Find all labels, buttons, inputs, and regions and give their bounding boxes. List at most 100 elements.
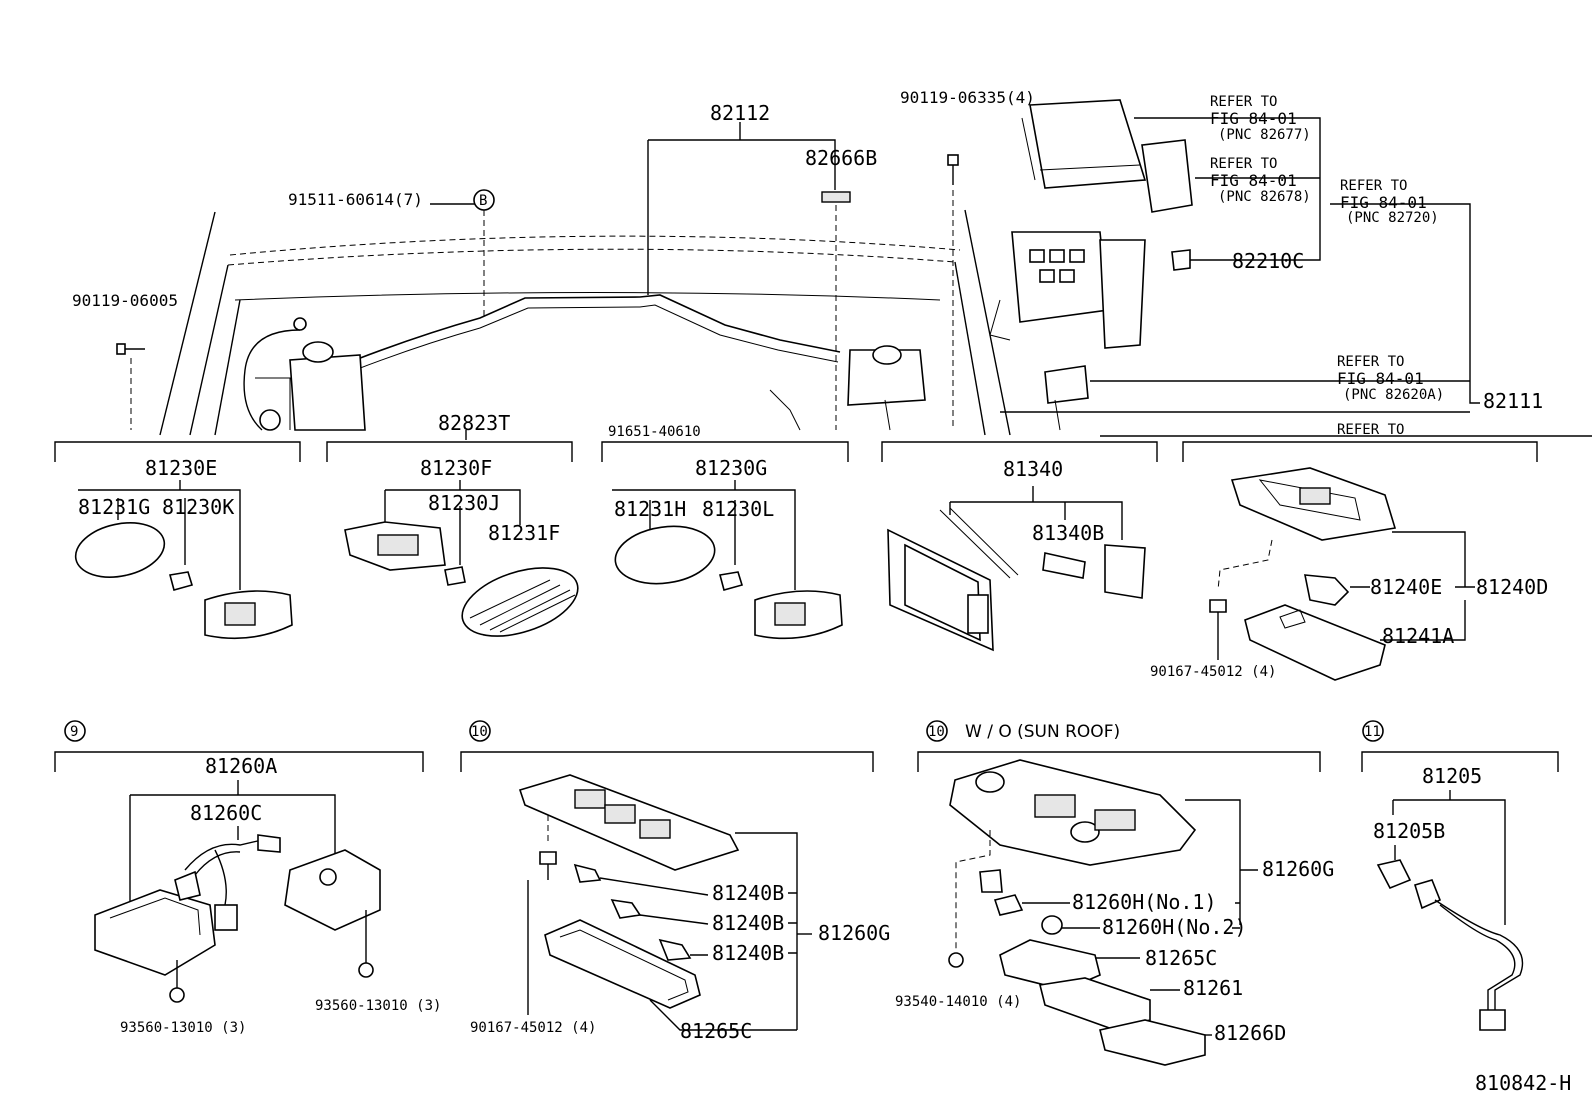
bulb-81205b [1376, 859, 1412, 890]
socket-81205 [1413, 879, 1442, 910]
refer-block-1: REFER TO FIG 84-01 (PNC 82677) [1210, 94, 1311, 143]
refer-1-line3: (PNC 82677) [1218, 127, 1311, 143]
label-82823t: 82823T [438, 411, 510, 435]
label-81231f: 81231F [488, 521, 560, 545]
lamp-81260a-right [284, 849, 381, 931]
refer-block-4: REFER TO FIG 84-01 (PNC 82620A) [1337, 354, 1444, 403]
section-10b: 10 W / O (SUN ROOF) 81260G 93540-14010 (… [895, 720, 1334, 1066]
bulb-spare [979, 869, 1003, 893]
refer-1-line1: REFER TO [1210, 94, 1277, 110]
label-81230g: 81230G [695, 456, 767, 480]
refer-2-line1: REFER TO [1210, 156, 1277, 172]
refer-3-line1: REFER TO [1340, 178, 1407, 194]
panel-81230g: 81230G 81231H 81230L [612, 456, 843, 640]
lens-81265c-a [544, 919, 701, 1009]
label-81260h-1: 81260H(No.1) [1072, 890, 1217, 914]
label-81230f: 81230F [420, 456, 492, 480]
section-11: 11 81205 81205B [1361, 720, 1559, 1031]
refer-2-line2: FIG 84-01 [1210, 171, 1297, 190]
label-81231g: 81231G [78, 495, 150, 519]
lens-81241a [1244, 604, 1386, 681]
panel-81230e: 81230E 81231G 81230K [74, 456, 293, 640]
bulb-81260h-1 [993, 894, 1024, 916]
callout-b-circle [473, 189, 495, 211]
label-90167-b: 90167-45012 (4) [470, 1020, 596, 1036]
bulb-81260c [174, 870, 201, 901]
label-81261: 81261 [1183, 976, 1243, 1000]
label-81240b-3: 81240B [712, 941, 784, 965]
label-81265c-a: 81265C [680, 1019, 752, 1043]
marker-9: 9 [70, 724, 78, 740]
label-93560-left: 93560-13010 (3) [120, 1020, 246, 1036]
label-81205b: 81205B [1373, 819, 1445, 843]
label-81240d: 81240D [1476, 575, 1548, 599]
label-81230e: 81230E [145, 456, 217, 480]
bulb-81240b-2 [610, 898, 642, 919]
bulb-81240b-1 [573, 863, 602, 883]
label-81240b-2: 81240B [712, 911, 784, 935]
label-81265c-b: 81265C [1145, 946, 1217, 970]
refer-4-line2: FIG 84-01 [1337, 369, 1424, 388]
refer-1-line2: FIG 84-01 [1210, 109, 1297, 128]
nut-93560-right [358, 962, 374, 978]
callout-b-letter: B [479, 193, 487, 209]
lens-81231h [614, 525, 716, 585]
row1-brackets [54, 441, 1538, 462]
refer-block-2: REFER TO FIG 84-01 (PNC 82678) [1210, 156, 1311, 205]
label-81230k: 81230K [162, 495, 234, 519]
label-90167-top: 90167-45012 (4) [1150, 664, 1276, 680]
marker-10a: 10 [471, 724, 488, 740]
screw-90167 [1209, 599, 1227, 613]
engine-bay-overview [116, 99, 1193, 436]
label-93560-right: 93560-13010 (3) [315, 998, 441, 1014]
panel-81240d: 81240E 81240D 81241A 90167-45012 (4) [1150, 467, 1548, 681]
label-93540: 93540-14010 (4) [895, 994, 1021, 1010]
bulb-81230k [169, 571, 194, 591]
refer-2-line3: (PNC 82678) [1218, 189, 1311, 205]
label-81340b: 81340B [1032, 521, 1104, 545]
lens-81265c-b [999, 939, 1101, 991]
marker-10b: 10 [928, 724, 945, 740]
label-81260c: 81260C [190, 801, 262, 825]
label-90119-06335: 90119-06335(4) [900, 88, 1035, 107]
panel-81230f: 81230F 81230J 81231F [344, 456, 579, 637]
label-81241a: 81241A [1382, 624, 1454, 648]
marker-11: 11 [1364, 724, 1381, 740]
section-10a: 10 90167-45012 (4) 81240B 81240B 81240B … [460, 720, 890, 1043]
seal-81340 [1104, 544, 1146, 599]
section-9: 9 81260A 81260C 93560-13010 (3) 93560-13… [54, 720, 441, 1036]
label-81266d: 81266D [1214, 1021, 1286, 1045]
fuse-81340b [1042, 552, 1086, 579]
refer-block-3: REFER TO FIG 84-01 (PNC 82720) [1340, 178, 1439, 226]
lens-81231g [74, 522, 166, 578]
lamp-81260a-left [94, 889, 216, 976]
label-82666b: 82666B [805, 146, 877, 170]
label-81230j: 81230J [428, 491, 500, 515]
bulb-81240b-3 [658, 938, 692, 961]
bulb-81240e [1304, 574, 1350, 606]
nut-93540 [948, 952, 964, 968]
refer-3-line3: (PNC 82720) [1346, 210, 1439, 226]
label-91651: 91651-40610 [608, 424, 701, 440]
label-82210c: 82210C [1232, 249, 1304, 273]
label-81231h: 81231H [614, 497, 686, 521]
refer-3-line2: FIG 84-01 [1340, 193, 1427, 212]
label-wo-sunroof: W / O (SUN ROOF) [965, 722, 1120, 742]
label-90119-06005: 90119-06005 [72, 291, 178, 310]
top-leaders [430, 117, 1592, 440]
label-81340: 81340 [1003, 457, 1063, 481]
label-81260g-a: 81260G [818, 921, 890, 945]
lens-81231f [461, 567, 579, 637]
label-82111: 82111 [1483, 389, 1543, 413]
plate-81266d [1099, 1019, 1206, 1066]
bulb-81230j [444, 566, 466, 586]
label-81260g-b: 81260G [1262, 857, 1334, 881]
refer-4-line3: (PNC 82620A) [1343, 387, 1444, 403]
label-81230l: 81230L [702, 497, 774, 521]
refer-5-line1: REFER TO [1337, 422, 1404, 438]
label-81240e: 81240E [1370, 575, 1442, 599]
label-81260h-2: 81260H(No.2) [1102, 915, 1247, 939]
screw-90167-b [539, 851, 557, 865]
